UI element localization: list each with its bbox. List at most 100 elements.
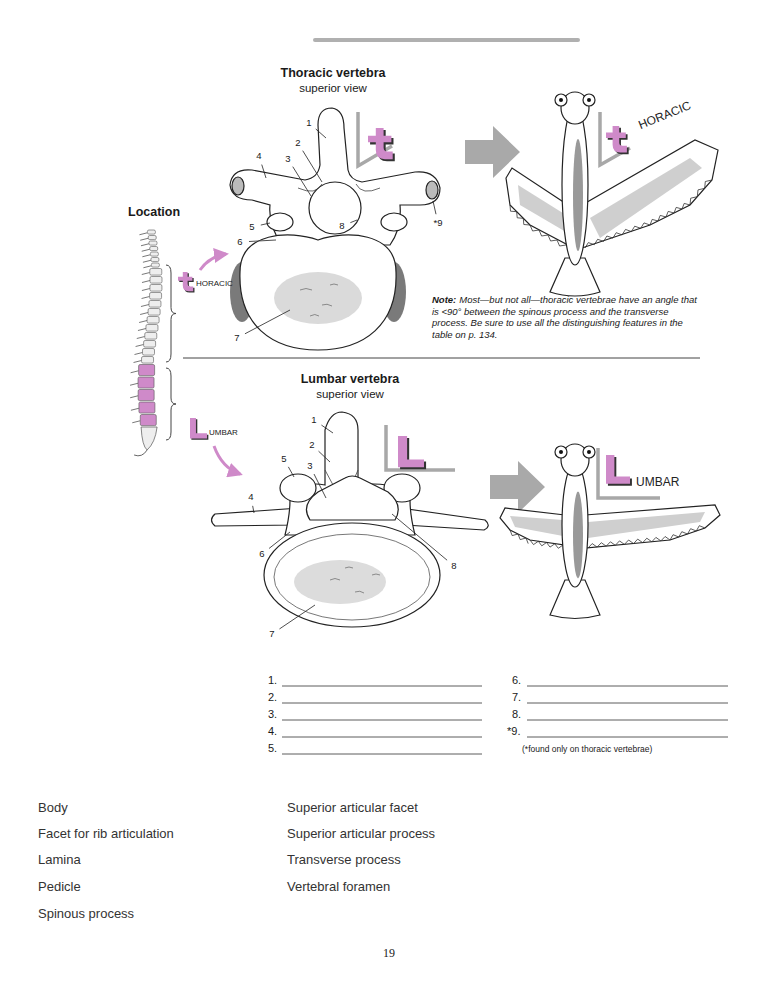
wing-shading (510, 516, 563, 536)
spine-process (131, 371, 139, 373)
spine-vertebra (143, 349, 155, 356)
bird-wing (506, 168, 568, 245)
bird-eye (583, 94, 595, 106)
answer-number: 3. (268, 708, 277, 721)
callout-number: 1 (311, 415, 316, 426)
spine-process (135, 353, 143, 355)
lumbar-icon-face (606, 455, 630, 484)
spine-process (142, 281, 150, 283)
subheading: superior view (299, 82, 367, 95)
spine-process (139, 233, 147, 235)
feather-edge (670, 526, 705, 540)
page-number: 19 (383, 947, 395, 961)
word-bank-term: Pedicle (38, 880, 81, 895)
spine-vertebra (148, 236, 156, 240)
bird-pupil (587, 98, 591, 102)
spine-process (143, 266, 151, 268)
answer-number: 5. (268, 742, 277, 755)
spine-vertebra (150, 247, 158, 251)
answer-line (527, 703, 728, 704)
bird-eye (555, 446, 567, 458)
spine-vertebra (147, 230, 155, 234)
costal-facet (232, 177, 244, 195)
bird-wing (500, 508, 565, 545)
feather-edge (690, 180, 712, 205)
spine-vertebra (150, 293, 162, 300)
spine-vertebra (150, 285, 162, 292)
spine-process (142, 249, 150, 251)
spine-vertebra (149, 241, 157, 245)
answer-number: *9. (507, 725, 520, 738)
spine-process (130, 383, 138, 385)
spine-process (131, 408, 139, 410)
leader-line (319, 451, 330, 462)
spine-vertebra (138, 377, 154, 388)
callout-number: 7 (234, 333, 239, 344)
spine-vertebra (151, 258, 159, 262)
body-stripe (573, 492, 583, 579)
callout-number: *9 (434, 218, 443, 229)
body-shading (294, 560, 386, 604)
word-bank-term: Lamina (38, 853, 81, 868)
answer-number: 8. (512, 708, 521, 721)
callout-number: 3 (285, 154, 290, 165)
feather-edge (650, 203, 690, 225)
spine-vertebra (142, 357, 154, 364)
lumbar-icon (190, 418, 208, 440)
divider-line (183, 358, 700, 359)
lumbar-icon (606, 455, 632, 486)
subheading: superior view (316, 388, 384, 401)
feather-edge (585, 223, 650, 248)
word-bank-term: Superior articular process (287, 827, 435, 842)
bird-pupil (559, 98, 563, 102)
answer-number: 6. (512, 674, 521, 687)
thoracic-icon (606, 126, 629, 154)
vertebral-body (264, 523, 440, 627)
vertebral-body (240, 235, 396, 350)
callout-number: 6 (259, 549, 264, 560)
answer-line (527, 686, 728, 687)
spine-process (141, 305, 149, 307)
spine-process (142, 255, 150, 257)
header-bar (315, 38, 578, 42)
spine-vertebra (139, 402, 155, 413)
answer-line (282, 737, 482, 738)
callout-number: 4 (256, 151, 261, 162)
answer-line (282, 720, 482, 721)
bird-body (562, 463, 588, 587)
pink-arrow (200, 254, 226, 270)
vertebral-arch (230, 108, 440, 245)
bird-pupil (587, 450, 591, 454)
answer-number: 4. (268, 725, 277, 738)
superior-articular-facet (381, 213, 407, 231)
pink-arrow (214, 446, 240, 474)
coccyx (134, 450, 147, 456)
region-brace (166, 368, 176, 440)
leader-line (253, 506, 254, 513)
feather-edge (510, 205, 530, 225)
leader-line (433, 201, 436, 214)
footnote: (*found only on thoracic vertebrae) (522, 745, 652, 755)
sacrum (141, 427, 157, 450)
leader-line (262, 165, 266, 178)
bird-eye (583, 446, 595, 458)
word-bank-term: Vertebral foramen (287, 880, 390, 895)
word-bank-term: Transverse process (287, 853, 401, 868)
leader-line (293, 167, 311, 196)
superior-articular-facet (267, 213, 293, 231)
body-rim (274, 534, 430, 620)
spine-vertebra (144, 341, 156, 348)
callout-number: 6 (237, 237, 242, 248)
word-bank-term: Superior articular facet (287, 801, 418, 816)
spine-vertebra (150, 252, 158, 256)
angle-mark (386, 425, 455, 470)
answer-line (282, 703, 482, 704)
spine-vertebra (148, 309, 160, 316)
bird-body (562, 105, 588, 265)
spine-process (134, 361, 142, 363)
leader-line (303, 151, 322, 182)
heading: Location (128, 205, 180, 219)
thoracic-icon-face (178, 272, 193, 291)
leader-line (249, 240, 276, 242)
